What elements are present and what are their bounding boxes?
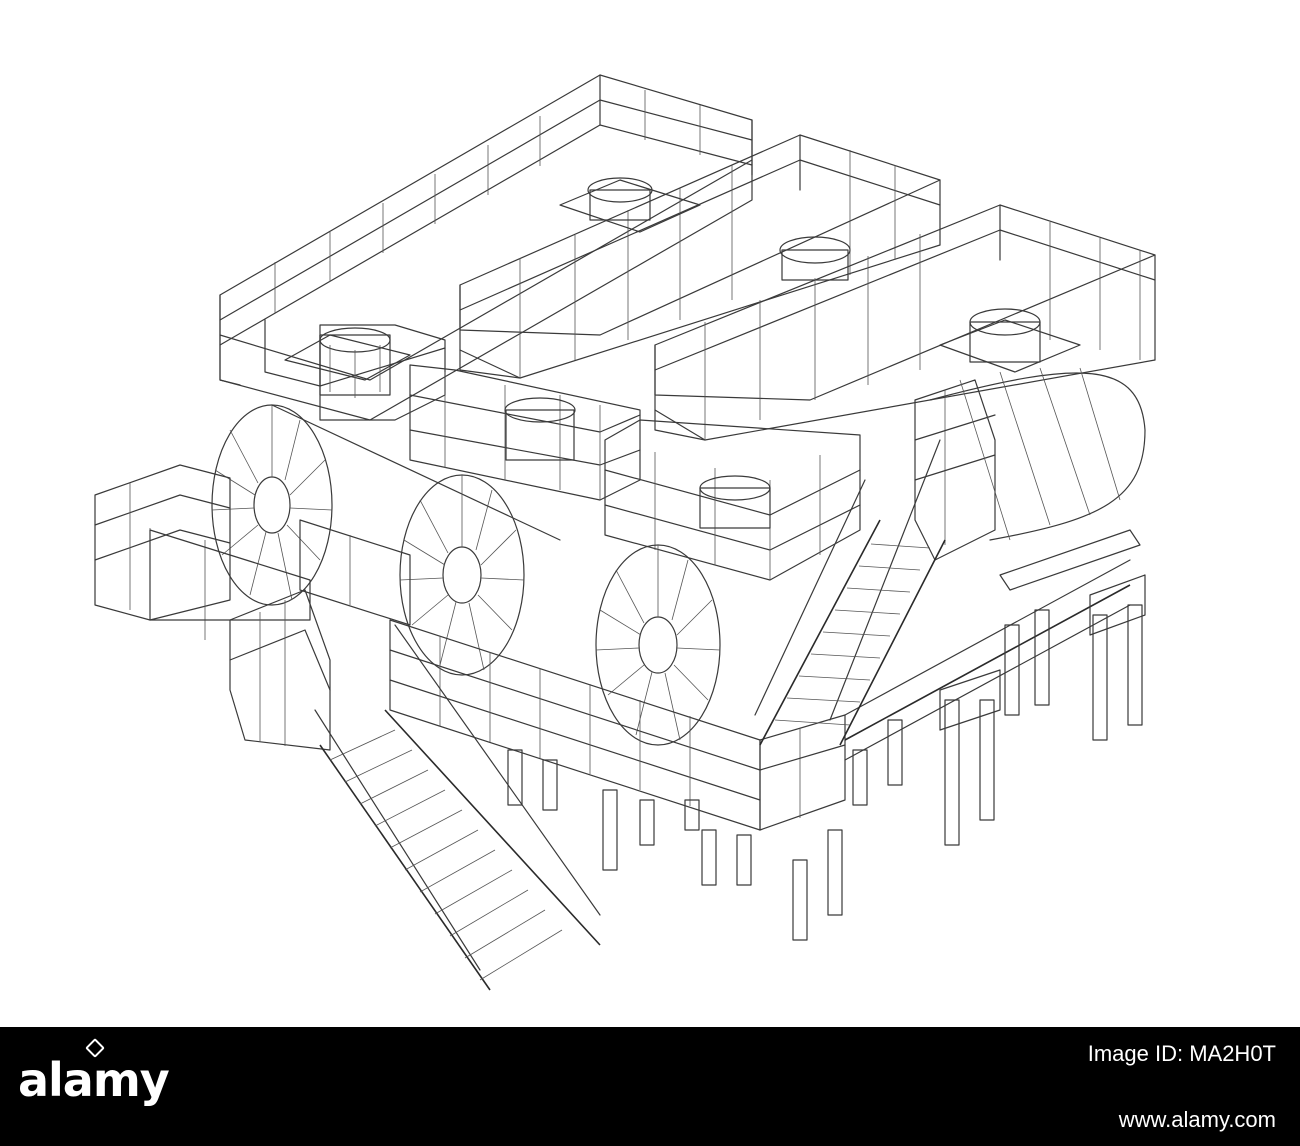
watermark-footer: alamy Image ID: MA2H0T www.alamy.com bbox=[0, 1027, 1300, 1146]
front-walkway bbox=[389, 559, 1131, 831]
wireframe-drawing bbox=[94, 74, 1156, 991]
site-url: www.alamy.com bbox=[1118, 1107, 1276, 1132]
tank-body-right bbox=[929, 367, 1146, 541]
top-platform-right bbox=[654, 204, 1156, 441]
middle-railing bbox=[409, 364, 996, 581]
manway-left bbox=[284, 324, 446, 421]
tank-3 bbox=[595, 544, 721, 746]
stair-left bbox=[314, 624, 601, 991]
left-platform bbox=[94, 464, 411, 751]
top-platform-middle bbox=[459, 134, 941, 379]
tank-1 bbox=[211, 404, 561, 606]
support-pillars bbox=[507, 529, 1146, 941]
brand-logo: alamy bbox=[18, 1053, 170, 1107]
image-id-label: Image ID: MA2H0T bbox=[1087, 1041, 1276, 1066]
top-platform-left bbox=[219, 74, 753, 421]
stair-right bbox=[754, 439, 946, 746]
tank-2 bbox=[399, 474, 525, 676]
